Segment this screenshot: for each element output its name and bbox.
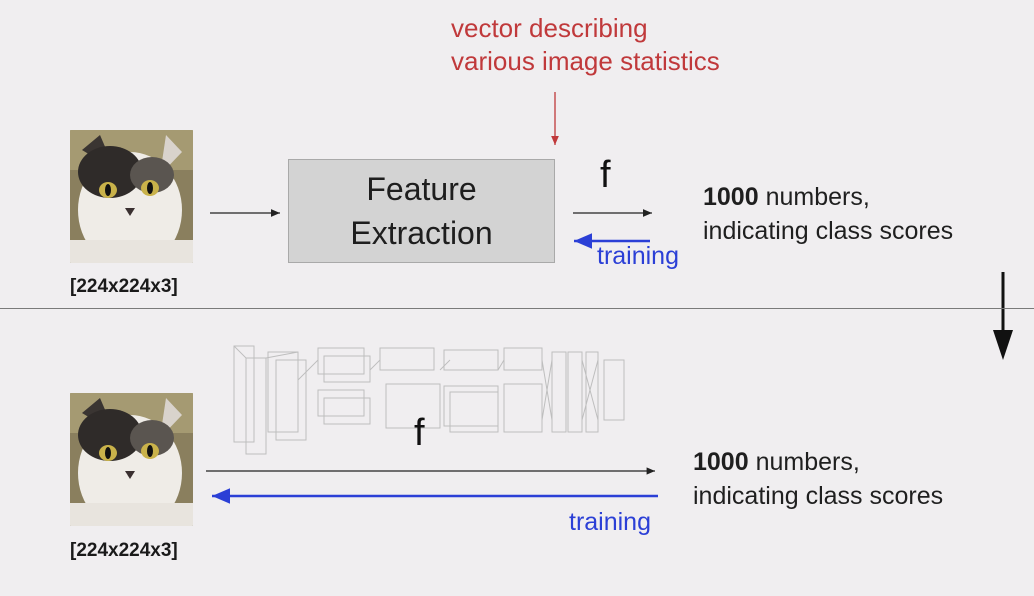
- feature-extraction-box: Feature Extraction: [288, 159, 555, 263]
- training-label-top: training: [597, 242, 679, 270]
- input-dims-top: [224x224x3]: [70, 276, 178, 297]
- scores-rest-top: numbers,: [758, 183, 870, 211]
- class-scores-bottom: 1000 numbers, indicating class scores: [693, 445, 943, 513]
- feature-vector-note: vector describing various image statisti…: [451, 12, 720, 78]
- scores-count-top: 1000: [703, 183, 759, 211]
- section-divider: [0, 308, 1034, 309]
- cat-image-top: [70, 130, 193, 263]
- scores-rest-bottom: numbers,: [748, 448, 860, 476]
- class-scores-top: 1000 numbers, indicating class scores: [703, 180, 953, 248]
- cnn-architecture-diagram: [233, 345, 625, 455]
- box-line-1: Feature: [366, 171, 477, 207]
- f-symbol-top: f: [600, 154, 611, 196]
- input-dims-bottom: [224x224x3]: [70, 540, 178, 561]
- scores-line2-bottom: indicating class scores: [693, 482, 944, 510]
- scores-line2-top: indicating class scores: [703, 217, 954, 245]
- box-line-2: Extraction: [350, 215, 493, 251]
- note-line-2: various image statistics: [451, 46, 720, 76]
- note-line-1: vector describing: [451, 13, 648, 43]
- down-arrow-head: [993, 330, 1013, 360]
- scores-count-bottom: 1000: [693, 448, 749, 476]
- cat-image-bottom: [70, 393, 193, 526]
- training-label-bottom: training: [569, 508, 651, 536]
- f-symbol-bottom: f: [414, 412, 425, 454]
